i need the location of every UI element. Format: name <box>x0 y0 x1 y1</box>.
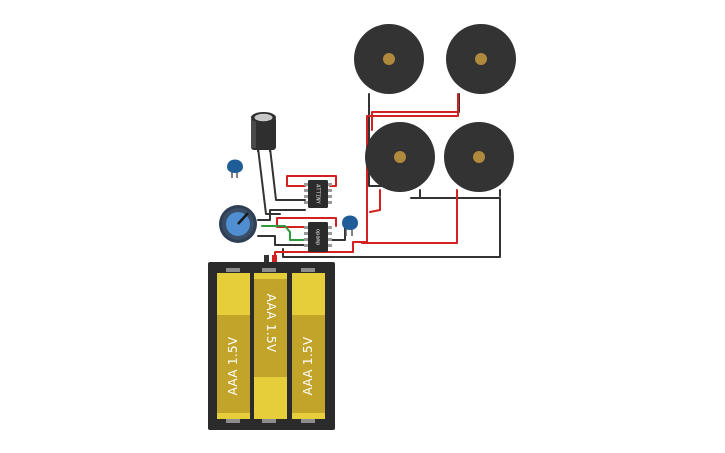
attiny-label: ATTINY <box>315 184 321 205</box>
opamp-label: opamp <box>315 229 321 246</box>
wire-black-opamp-out[interactable] <box>329 227 346 241</box>
battery-cell-left: AAA 1.5V <box>217 273 250 419</box>
battery-cell-right-label: AAA 1.5V <box>301 336 315 395</box>
attiny-chip[interactable]: ATTINY <box>304 180 332 208</box>
piezo-buzzer-top-right[interactable] <box>446 24 516 94</box>
attiny-pins <box>304 183 332 204</box>
ceramic-capacitor-icon <box>227 159 243 173</box>
battery-terminal-black <box>264 255 269 264</box>
potentiometer[interactable] <box>219 205 257 243</box>
wire-red-buzzer-link[interactable] <box>371 111 459 131</box>
piezo-buzzer-bottom-left[interactable] <box>365 122 435 192</box>
battery-cell-middle: AAA 1.5V <box>254 273 287 419</box>
attiny-body <box>308 180 328 208</box>
cap-stripe <box>251 120 256 148</box>
opamp-chip[interactable]: opamp <box>304 222 332 252</box>
buzzer-center <box>394 151 406 163</box>
battery-cell-left-label: AAA 1.5V <box>226 336 240 395</box>
wires <box>257 93 501 261</box>
electrolytic-capacitor[interactable] <box>251 112 276 152</box>
buzzer-center <box>473 151 485 163</box>
wire-black-electrolytic-right[interactable] <box>269 147 306 201</box>
wire-black-electrolytic-to-chip[interactable] <box>257 147 281 215</box>
wire-black-pot-upper[interactable] <box>257 209 306 221</box>
battery-cell-middle-label: AAA 1.5V <box>264 294 278 353</box>
piezo-buzzer-bottom-right[interactable] <box>444 122 514 192</box>
battery-contacts <box>226 268 315 423</box>
electrolytic-capacitor-icon <box>251 117 276 150</box>
buzzer-center <box>475 53 487 65</box>
opamp-pins <box>304 226 332 247</box>
battery-cell-right: AAA 1.5V <box>292 273 325 419</box>
wire-green-signal[interactable] <box>261 225 306 241</box>
pot-indicator <box>237 212 249 225</box>
cap-top-shine <box>254 113 273 122</box>
ceramic-capacitor-right[interactable] <box>342 215 358 237</box>
buzzer-center <box>383 53 395 65</box>
battery-terminal-red <box>272 255 277 264</box>
battery-holder[interactable]: AAA 1.5V AAA 1.5V AAA 1.5V <box>208 255 335 430</box>
wire-red-bottom[interactable] <box>361 189 458 244</box>
wire-red-attiny-loop[interactable] <box>286 175 337 187</box>
ceramic-capacitor-left[interactable] <box>227 159 243 179</box>
wire-black-buzzer-tl[interactable] <box>368 93 385 187</box>
opamp-body <box>308 222 328 252</box>
wire-black-pot-lower[interactable] <box>257 235 306 246</box>
piezo-buzzer-top-left[interactable] <box>354 24 424 94</box>
ceramic-capacitor-icon <box>342 215 358 230</box>
wire-red-right-bend[interactable] <box>369 189 381 213</box>
